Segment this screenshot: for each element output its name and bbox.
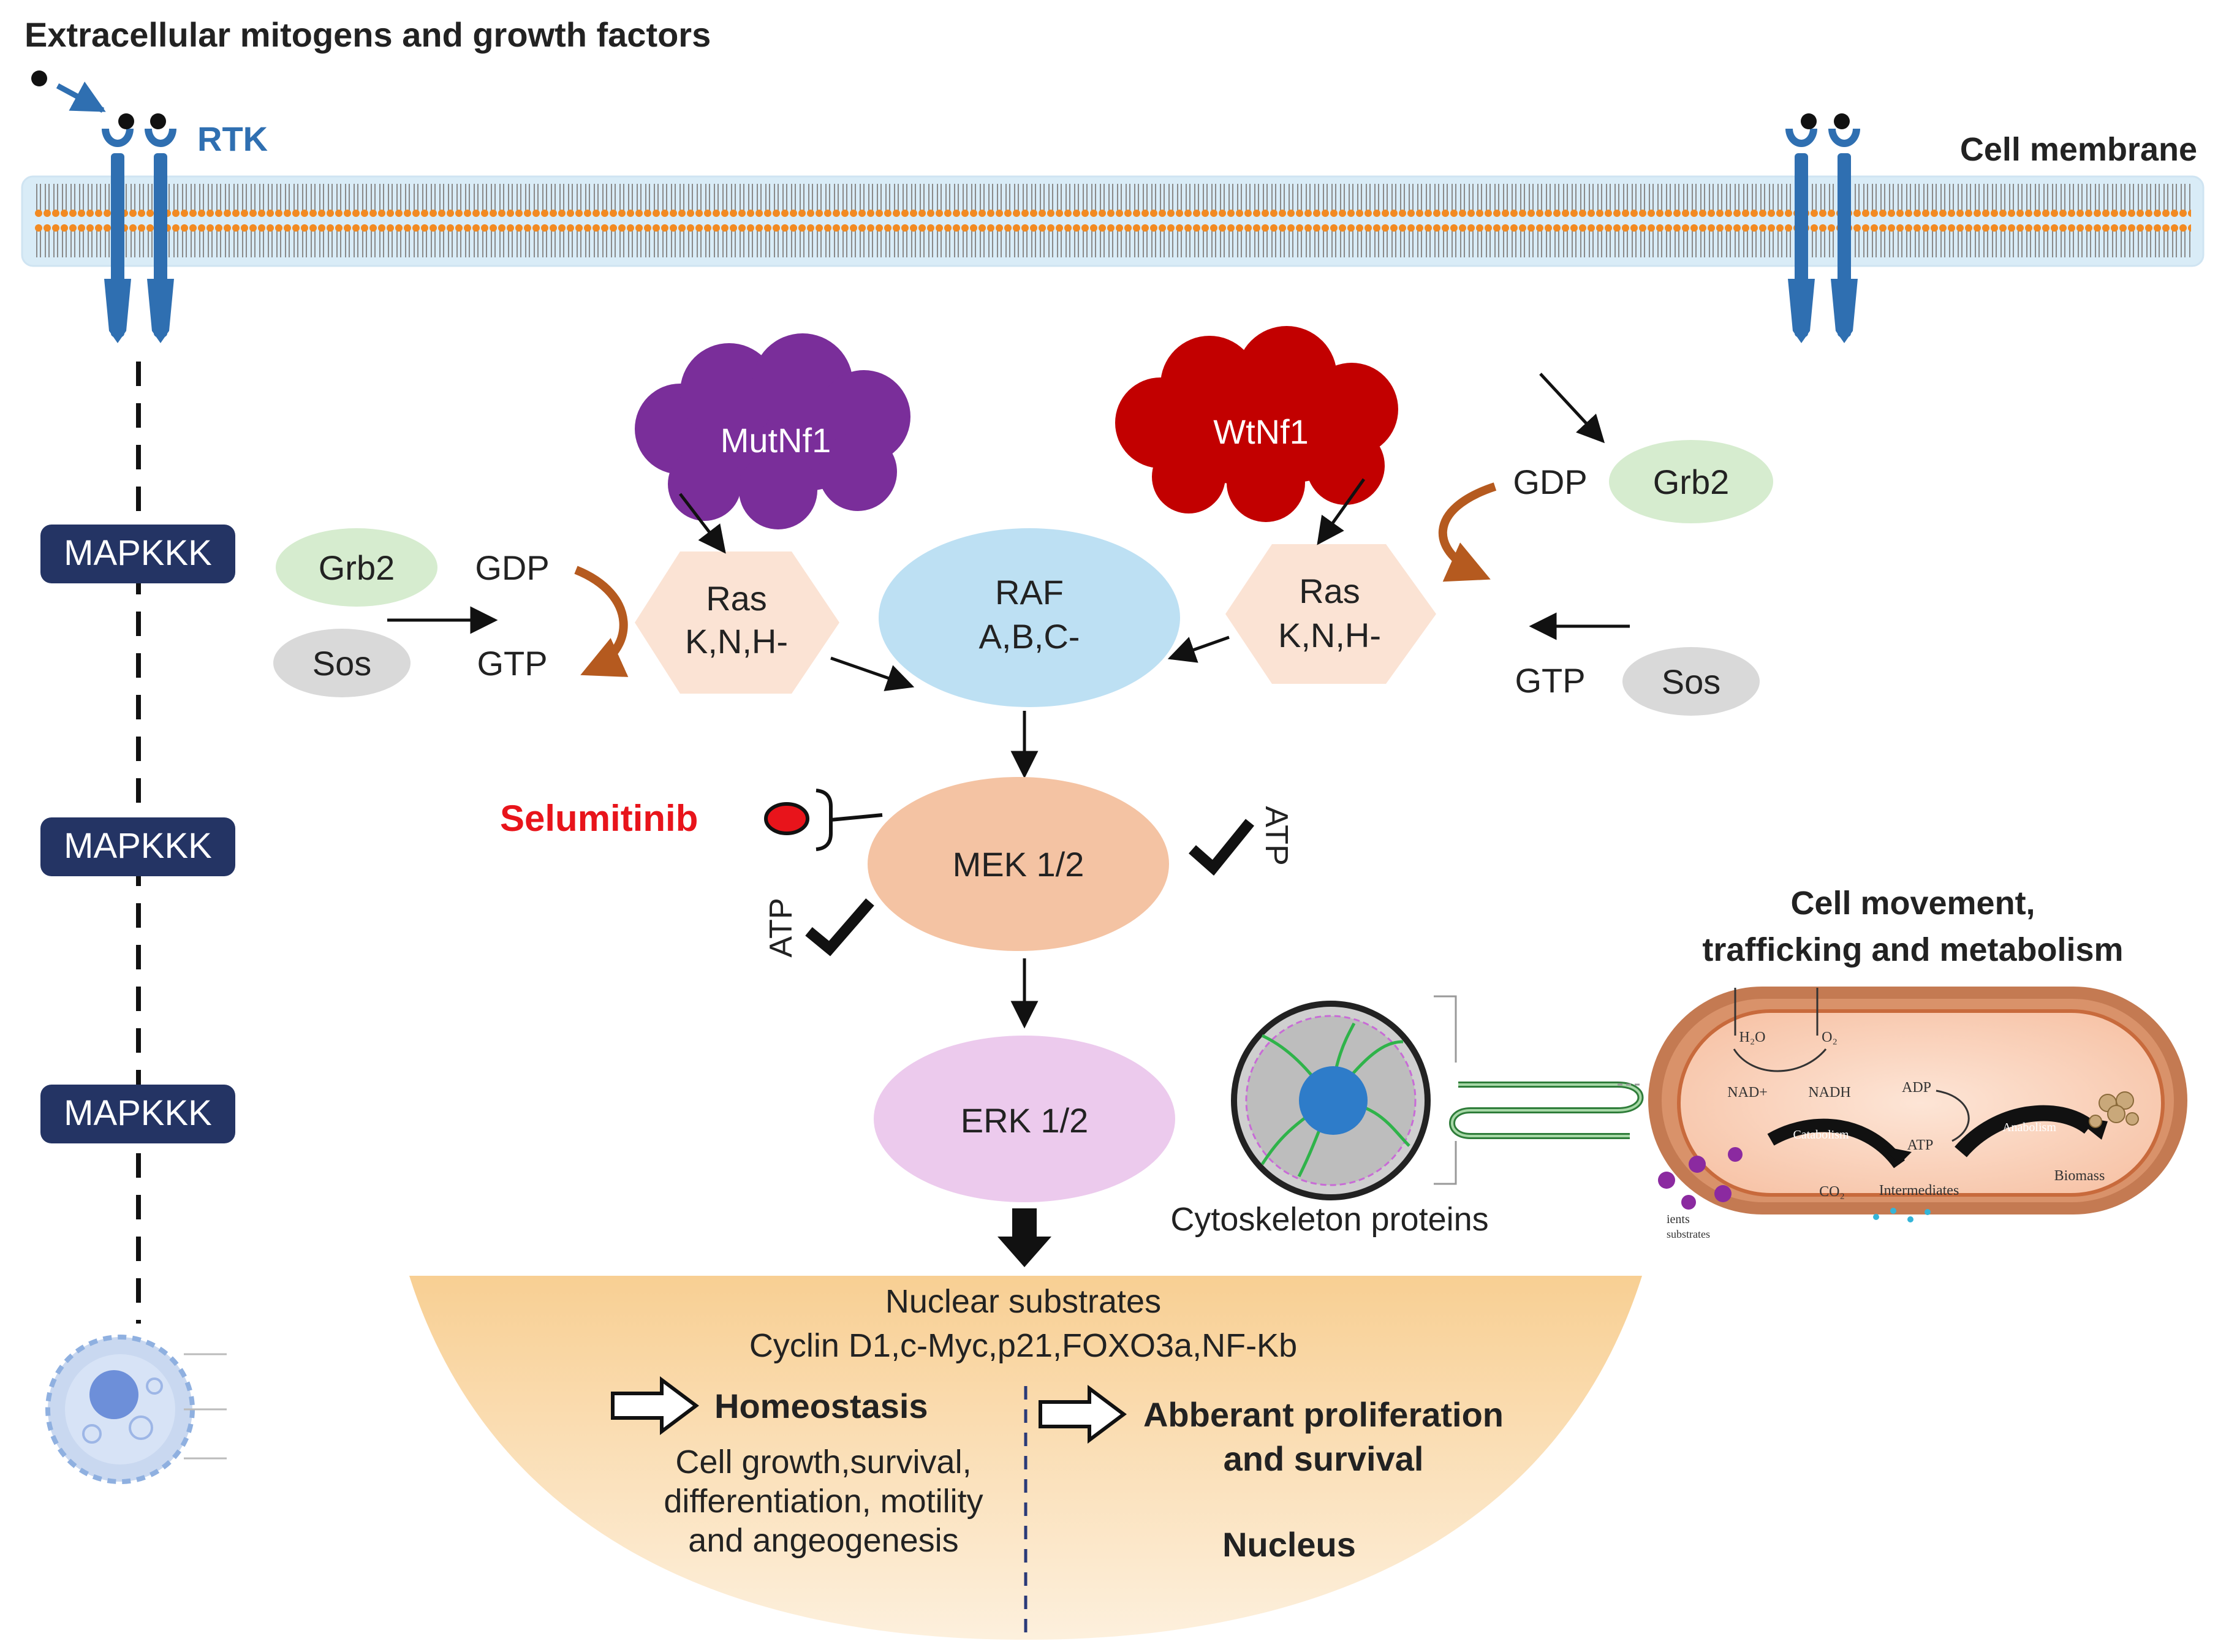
drug-pill-icon bbox=[764, 802, 809, 835]
wtnf1-label: WtNf1 bbox=[1213, 412, 1309, 451]
hollow-arrow-aberrant-icon bbox=[1039, 1385, 1127, 1444]
raf-label-1: RAF bbox=[995, 573, 1064, 612]
sos-right-label: Sos bbox=[1662, 662, 1721, 701]
aberrant-label-1: Abberant proliferation bbox=[1143, 1395, 1504, 1434]
title: Extracellular mitogens and growth factor… bbox=[25, 15, 711, 54]
wtnf1-cloud bbox=[1115, 326, 1398, 522]
mutnf1-cloud bbox=[635, 333, 910, 529]
cell-anabolism-label: Anabolism bbox=[2002, 1121, 2056, 1134]
atp-left-label: ATP bbox=[763, 898, 799, 957]
cell-atp-label: ATP bbox=[1907, 1137, 1934, 1153]
sos-left-node bbox=[273, 629, 411, 697]
grb2-left-node bbox=[276, 528, 437, 607]
checkmark-right-icon bbox=[1189, 819, 1254, 876]
erk-node bbox=[874, 1036, 1175, 1202]
ligand-arrow bbox=[56, 81, 106, 113]
homeostasis-detail-2: differentiation, motility bbox=[664, 1483, 983, 1520]
right-panel-title-1: Cell movement, bbox=[1790, 885, 2035, 922]
grb2-right-node bbox=[1609, 440, 1773, 523]
erk-label: ERK 1/2 bbox=[961, 1101, 1089, 1140]
mutnf1-label: MutNf1 bbox=[721, 421, 831, 460]
sos-right-node bbox=[1622, 647, 1760, 716]
drug-label: Selumitinib bbox=[500, 798, 698, 839]
svg-text:MAPKKK: MAPKKK bbox=[64, 533, 212, 573]
aberrant-label-2: and survival bbox=[1224, 1439, 1424, 1478]
ligand-dot bbox=[31, 70, 47, 86]
grb2-left-label: Grb2 bbox=[319, 548, 395, 587]
inhibition-bracket bbox=[816, 789, 883, 851]
nuclear-substrates-label: Nuclear substrates bbox=[885, 1283, 1161, 1320]
cell-illustration-small bbox=[45, 1335, 227, 1484]
cell-co2-label: CO₂ bbox=[1819, 1184, 1845, 1200]
cell-nadh-label: NADH bbox=[1808, 1085, 1850, 1101]
svg-text:MAPKKK: MAPKKK bbox=[64, 826, 212, 866]
rtk-receptor-left bbox=[102, 113, 176, 343]
membrane-label: Cell membrane bbox=[1960, 131, 2197, 168]
mek-label: MEK 1/2 bbox=[953, 845, 1084, 884]
curved-arrow-gdp-gtp-left bbox=[574, 566, 629, 677]
mapkkk-box-2: MAPKKK bbox=[40, 817, 235, 876]
arrow-ras-right-to-raf bbox=[1167, 635, 1230, 663]
metabolism-cell-illustration: H₂O O₂ NAD+ NADH ADP ATP Catabolism Anab… bbox=[1648, 987, 2187, 1240]
sos-left-label: Sos bbox=[312, 644, 372, 683]
cell-nutrients-label: ients bbox=[1667, 1213, 1690, 1226]
thick-arrow-erk-to-nucleus bbox=[997, 1208, 1051, 1267]
gtp-left-label: GTP bbox=[477, 644, 547, 683]
ras-left-label-2: K,N,H- bbox=[685, 622, 788, 661]
cell-biomass-label: Biomass bbox=[2054, 1168, 2105, 1184]
ras-right-label-1: Ras bbox=[1299, 572, 1360, 610]
right-panel-title-2: trafficking and metabolism bbox=[1702, 931, 2123, 968]
cell-nad-label: NAD+ bbox=[1727, 1085, 1768, 1101]
cell-substrates-label: substrates bbox=[1667, 1228, 1710, 1240]
atp-right-label: ATP bbox=[1259, 806, 1294, 865]
arrow-ras-left-to-raf bbox=[830, 656, 915, 691]
arrow-wtnf1-to-ras bbox=[1317, 478, 1366, 545]
cell-catabolism-label: Catabolism bbox=[1793, 1128, 1849, 1142]
curved-arrow-gdp-gtp-right bbox=[1438, 482, 1497, 582]
homeostasis-label: Homeostasis bbox=[714, 1387, 928, 1425]
cell-h2o-label: H₂O bbox=[1739, 1029, 1765, 1045]
cytoskeleton-filament-icon bbox=[1449, 1082, 1644, 1139]
cell-membrane bbox=[21, 175, 2205, 267]
cytoskeleton-cell-icon bbox=[1231, 995, 1457, 1200]
cell-o2-label: O₂ bbox=[1822, 1029, 1838, 1045]
rtk-receptor-right bbox=[1785, 113, 1860, 343]
ras-right-node bbox=[1225, 544, 1436, 684]
arrow-rtk-to-grb2-right bbox=[1539, 373, 1605, 444]
gdp-left-label: GDP bbox=[475, 548, 549, 587]
raf-label-2: A,B,C- bbox=[979, 617, 1080, 656]
nuclear-substrates-list: Cyclin D1,c-Myc,p21,FOXO3a,NF-Kb bbox=[749, 1327, 1297, 1364]
rtk-label: RTK bbox=[197, 119, 268, 158]
gdp-right-label: GDP bbox=[1513, 463, 1587, 501]
raf-node bbox=[879, 528, 1180, 707]
hollow-arrow-homeostasis-icon bbox=[611, 1376, 699, 1435]
checkmark-left-icon bbox=[805, 898, 874, 957]
gtp-right-label: GTP bbox=[1515, 661, 1585, 700]
svg-text:MAPKKK: MAPKKK bbox=[64, 1093, 212, 1133]
cell-intermediates-label: Intermediates bbox=[1879, 1183, 1959, 1199]
ras-left-node bbox=[635, 551, 839, 694]
arrow-mutnf1-to-ras bbox=[679, 493, 726, 554]
mek-node bbox=[868, 777, 1169, 951]
homeostasis-detail-1: Cell growth,survival, bbox=[675, 1444, 971, 1480]
cytoskeleton-label: Cytoskeleton proteins bbox=[1170, 1201, 1488, 1238]
homeostasis-detail-3: and angeogenesis bbox=[688, 1522, 958, 1559]
ras-left-label-1: Ras bbox=[706, 579, 767, 618]
nucleus-label: Nucleus bbox=[1222, 1525, 1356, 1564]
mapkkk-box-1: MAPKKK bbox=[40, 525, 235, 583]
grb2-right-label: Grb2 bbox=[1653, 463, 1730, 501]
mapkkk-box-3: MAPKKK bbox=[40, 1085, 235, 1143]
cell-adp-label: ADP bbox=[1902, 1080, 1931, 1096]
ras-right-label-2: K,N,H- bbox=[1278, 616, 1381, 654]
